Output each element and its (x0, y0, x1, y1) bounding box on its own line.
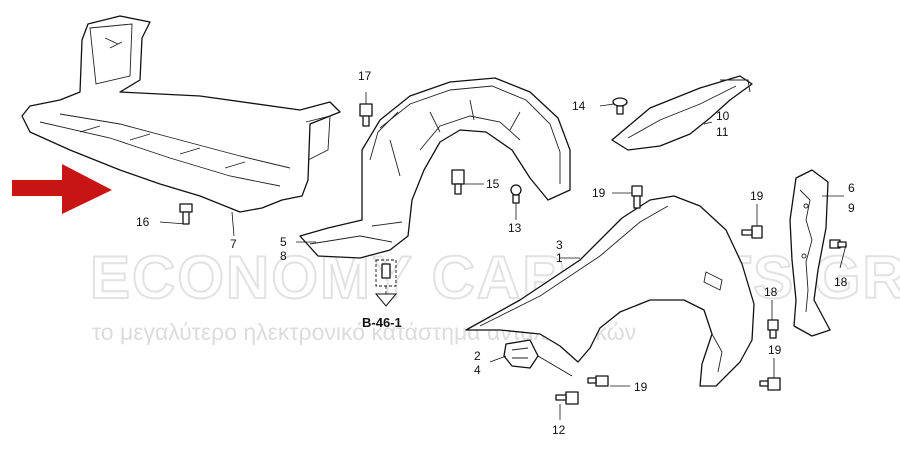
callout-labels: 16 7 17 5 8 15 13 14 10 11 19 19 6 9 18 … (136, 69, 855, 437)
callout-19-b: 19 (750, 189, 764, 203)
callout-19-d: 19 (768, 343, 782, 357)
clip-18-icon (829, 239, 847, 249)
bolt-19d-icon (759, 377, 781, 391)
callout-8: 8 (280, 249, 287, 263)
bolt-17-icon (359, 103, 373, 127)
callout-18-b: 18 (764, 285, 778, 299)
callout-9: 9 (848, 201, 855, 215)
callout-19-a: 19 (592, 186, 606, 200)
clip-14-icon (612, 97, 628, 115)
callout-3: 3 (556, 238, 563, 252)
watermark-brand: ECONOMY CAR PARTS.GR (90, 244, 900, 311)
callout-4: 4 (474, 363, 481, 377)
clip-16-icon (179, 203, 193, 225)
callout-12: 12 (552, 423, 566, 437)
callout-18-a: 18 (834, 275, 848, 289)
callout-13: 13 (508, 221, 522, 235)
callout-11: 11 (716, 125, 729, 139)
callout-5: 5 (280, 235, 287, 249)
reference-b46-1: B-46-1 (362, 259, 402, 330)
callout-7: 7 (230, 237, 237, 251)
bolt-19-icon (631, 185, 643, 209)
bolt-19c-icon (587, 375, 609, 387)
callout-19-c: 19 (634, 380, 648, 394)
callout-1: 1 (556, 251, 563, 265)
front-fender-part (465, 195, 755, 387)
side-panel-part (789, 169, 831, 337)
red-arrow-icon (12, 164, 112, 214)
bolt-12-icon (555, 391, 579, 405)
under-cover-part (21, 15, 341, 213)
callout-6: 6 (848, 181, 855, 195)
leader-lines (159, 92, 847, 420)
fender-liner-part (299, 77, 571, 259)
callout-15: 15 (486, 177, 500, 191)
callout-10: 10 (716, 109, 730, 123)
fender-bracket-part (611, 75, 753, 151)
callout-14: 14 (572, 99, 586, 113)
clip-18b-icon (767, 319, 779, 339)
callout-17: 17 (358, 69, 372, 83)
small-bracket-part (503, 339, 539, 369)
fasteners (179, 97, 847, 405)
clip-13-icon (510, 184, 522, 204)
callout-2: 2 (474, 349, 481, 363)
callout-16: 16 (136, 215, 150, 229)
reference-label: B-46-1 (362, 315, 402, 330)
clip-15-icon (451, 169, 465, 195)
bolt-19b-icon (741, 225, 763, 239)
